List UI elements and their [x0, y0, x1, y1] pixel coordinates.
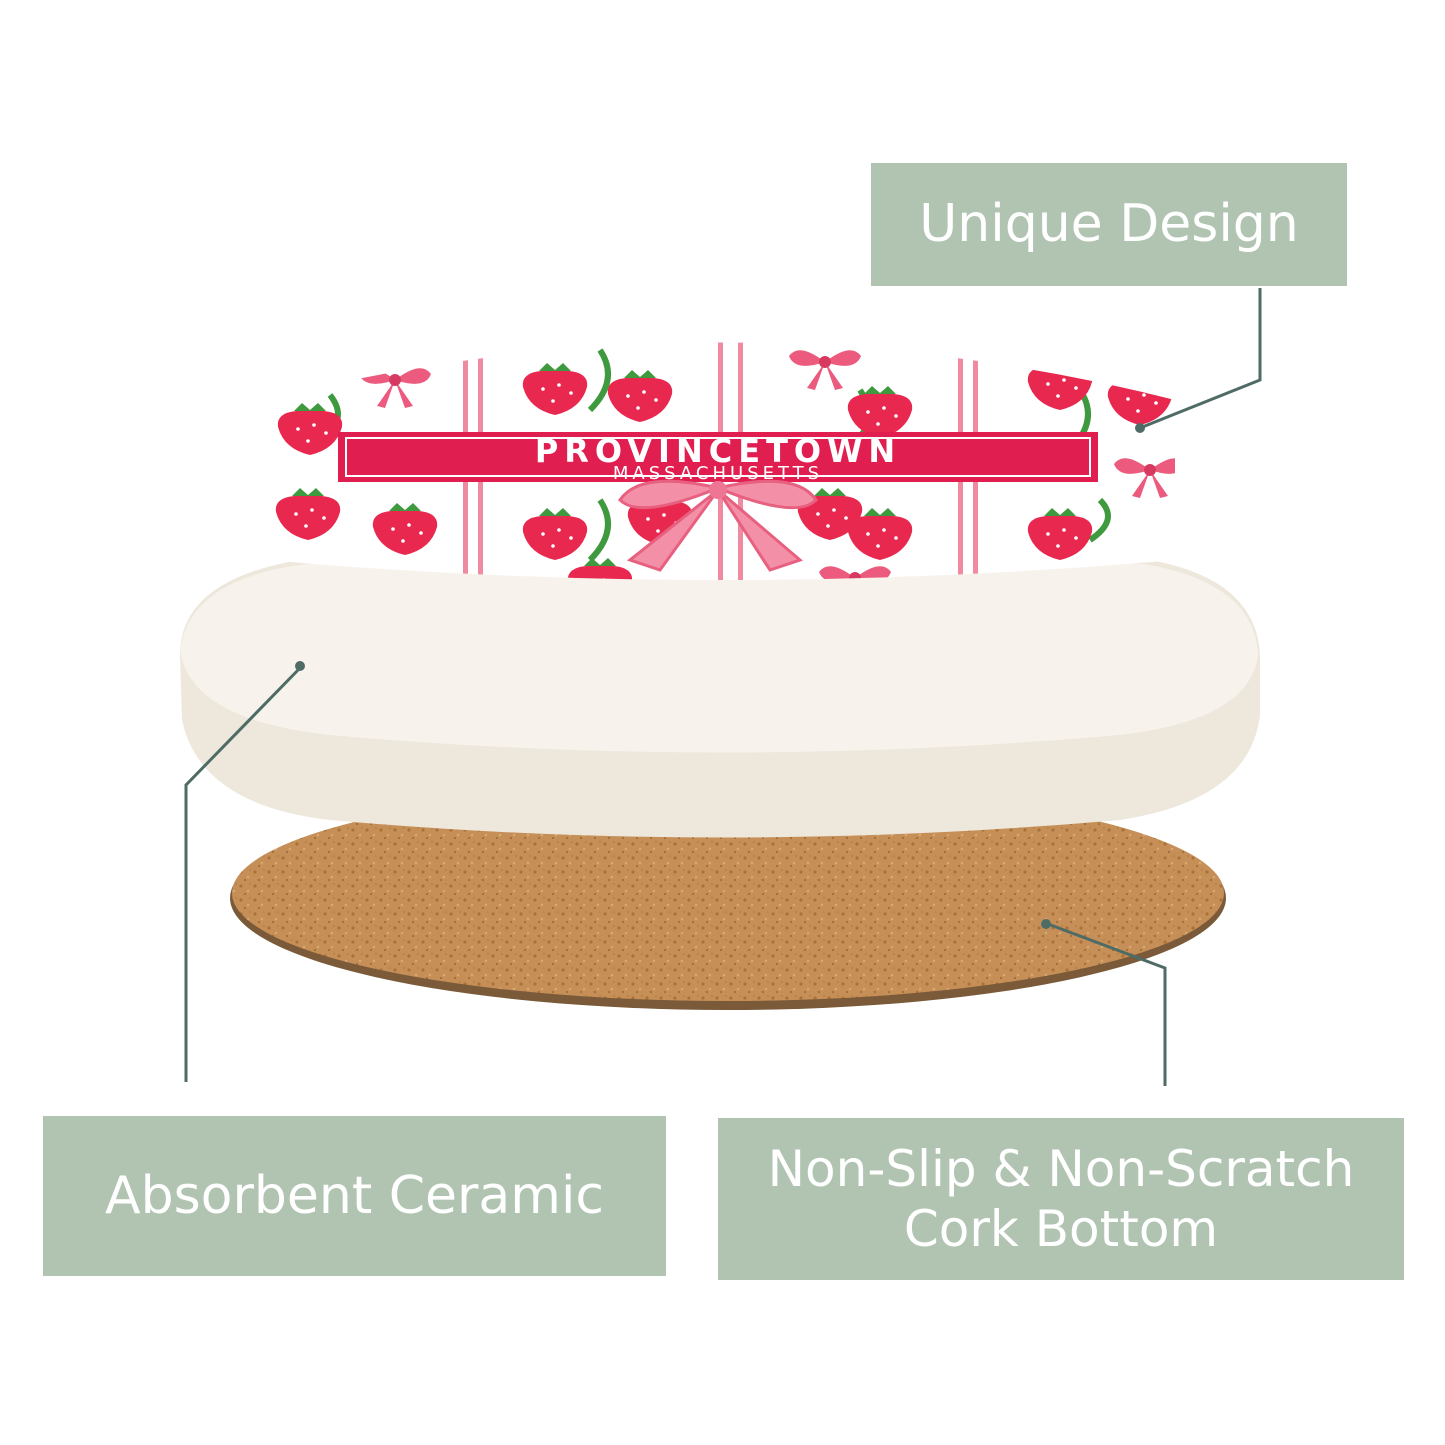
- absorbent-ceramic-text: Absorbent Ceramic: [105, 1165, 604, 1226]
- coaster-title: PROVINCETOWN: [535, 432, 901, 470]
- center-bow: [618, 479, 818, 572]
- ceramic-coaster: [180, 532, 1260, 838]
- unique-design-label: Unique Design: [871, 163, 1347, 286]
- ceramic-leader: [184, 666, 302, 1082]
- cork-leader: [1047, 922, 1167, 1086]
- title-banner: [338, 432, 1098, 482]
- unique-design-text: Unique Design: [919, 194, 1299, 255]
- coaster-subtitle: MASSACHUSETTS: [613, 463, 823, 484]
- leader-dots: [295, 423, 1145, 929]
- coaster-design: PROVINCETOWN MASSACHUSETTS: [265, 342, 1175, 580]
- cork-bottom-label: Non-Slip & Non-Scratch Cork Bottom: [718, 1118, 1404, 1280]
- cork-label-line1: Non-Slip & Non-Scratch: [767, 1140, 1355, 1198]
- unique-design-leader: [1139, 288, 1262, 430]
- cork-bottom: [230, 785, 1226, 1010]
- absorbent-ceramic-label: Absorbent Ceramic: [43, 1116, 666, 1276]
- leader-lines: [184, 288, 1262, 1086]
- cork-label-line2: Cork Bottom: [903, 1200, 1219, 1258]
